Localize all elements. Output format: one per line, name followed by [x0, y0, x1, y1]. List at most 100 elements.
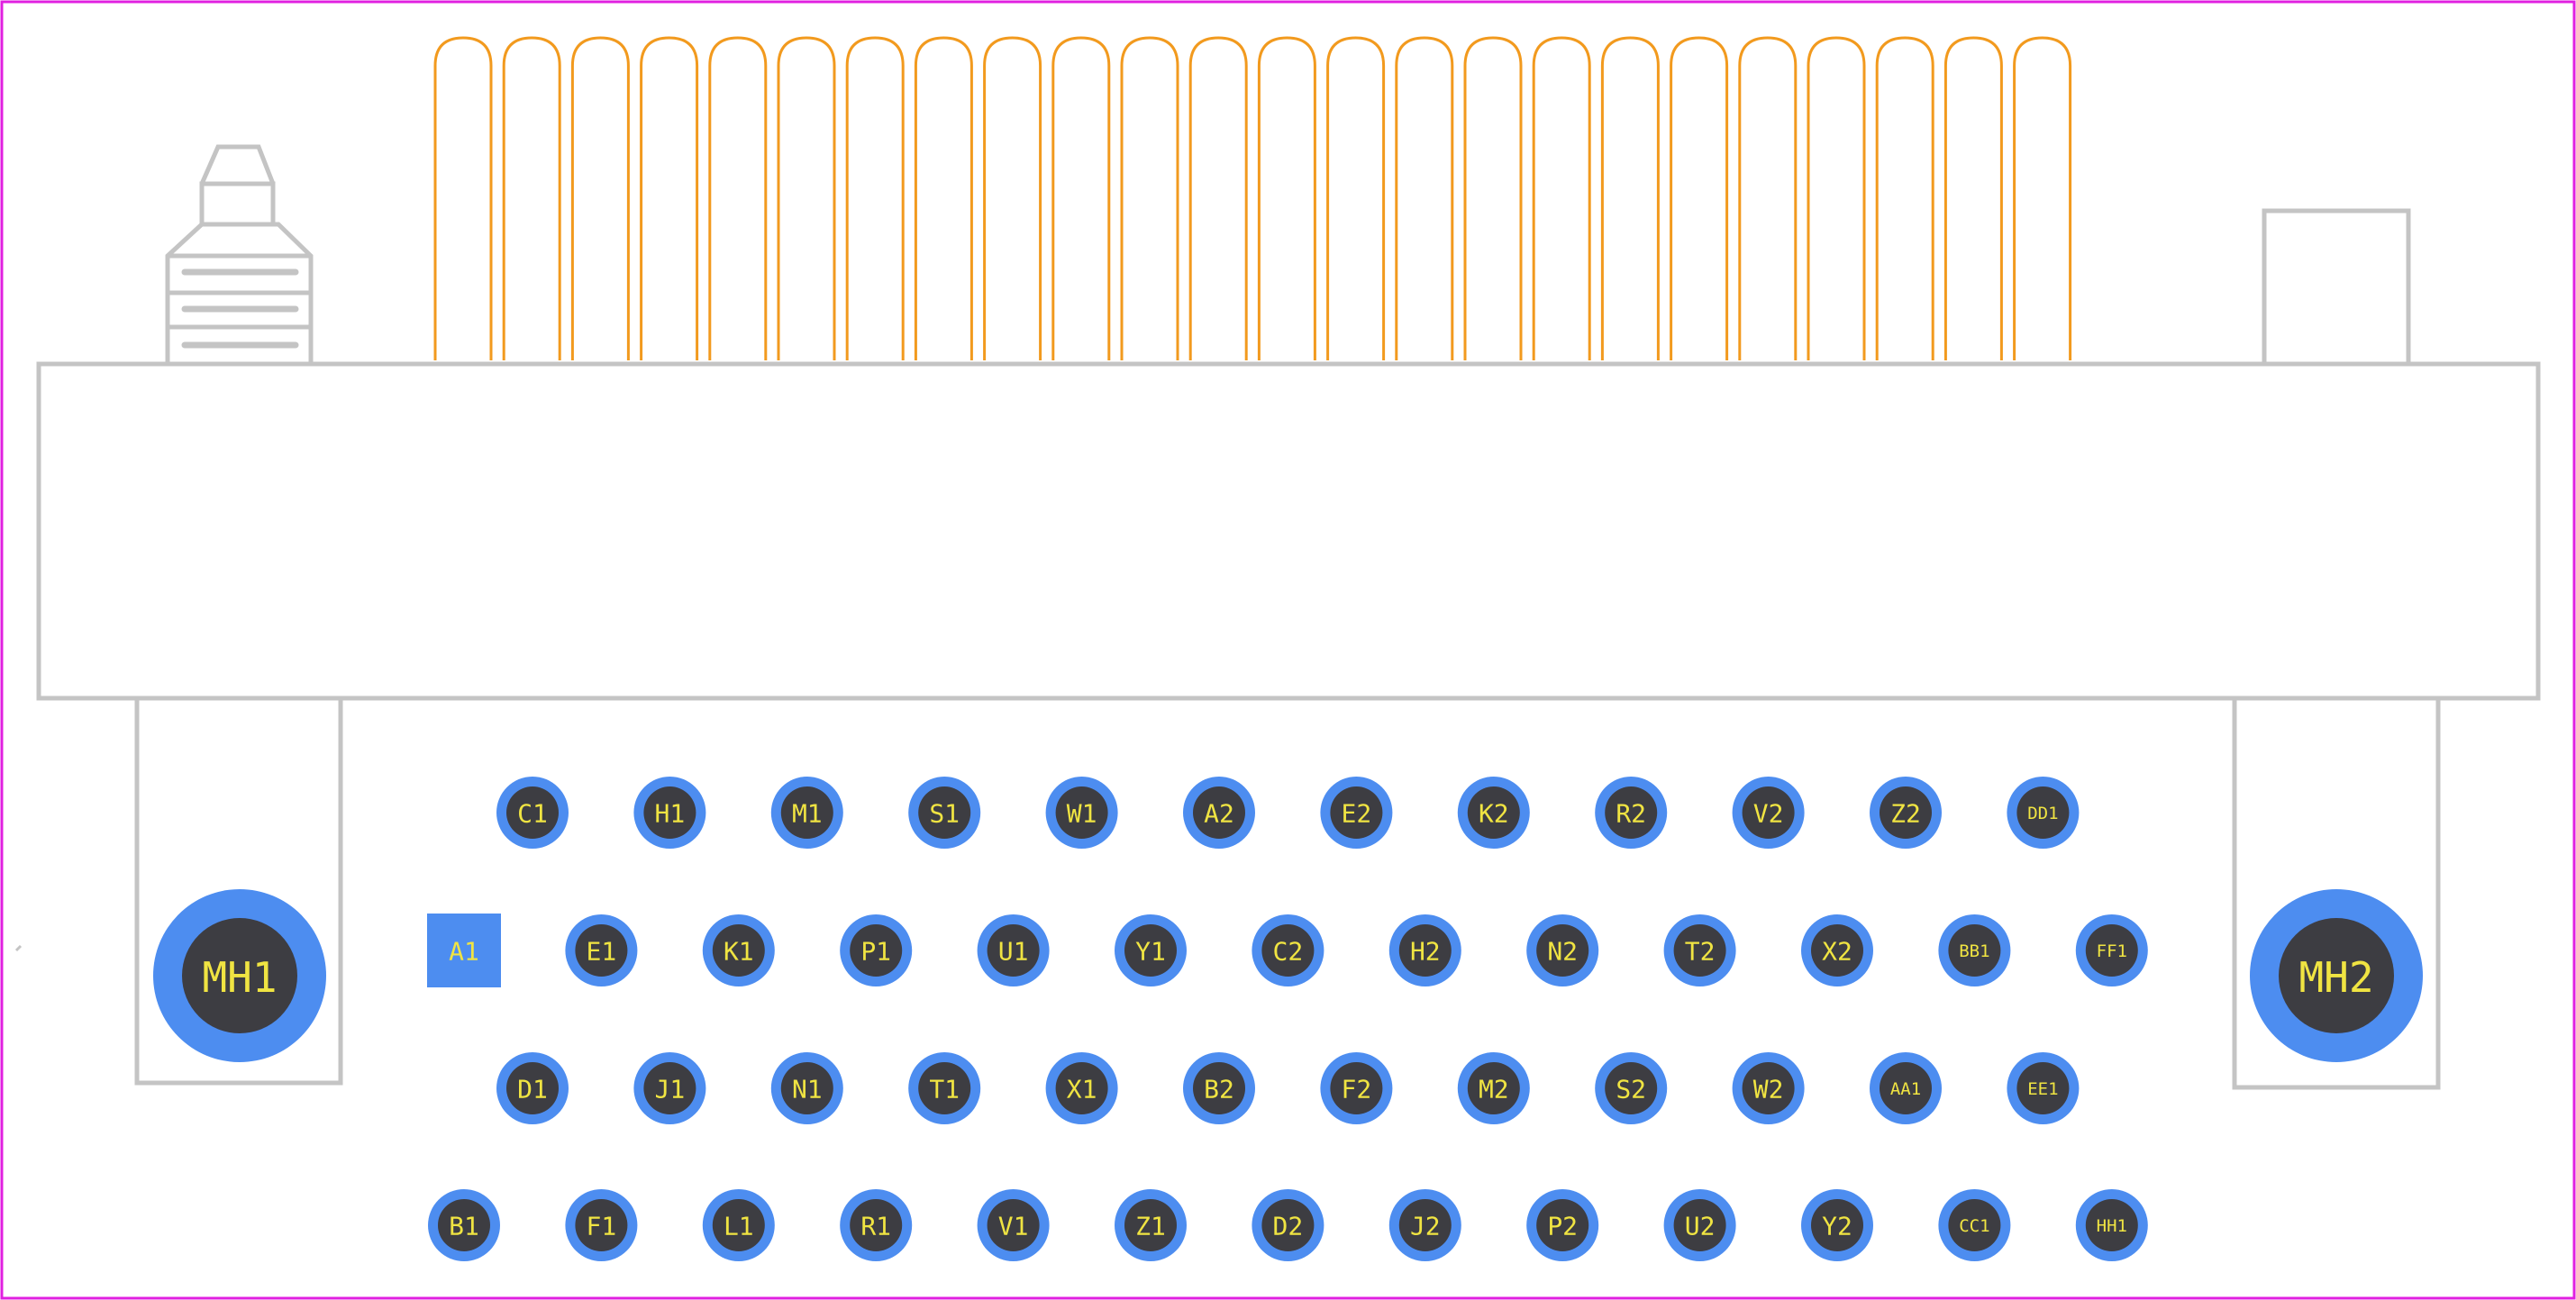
pad-label: Z1: [1135, 1212, 1166, 1241]
pad-label: CC1: [1959, 1216, 1989, 1236]
pad-label: V2: [1753, 799, 1784, 829]
pad-h1[interactable]: H1: [633, 777, 706, 849]
pad-label: HH1: [2097, 1216, 2127, 1236]
pad-label: Y1: [1135, 937, 1166, 967]
pad-hh1[interactable]: HH1: [2075, 1189, 2148, 1261]
pad-k2[interactable]: K2: [1457, 777, 1530, 849]
pad-k1[interactable]: K1: [702, 914, 775, 986]
pad-e1[interactable]: E1: [565, 914, 638, 986]
pad-dd1[interactable]: DD1: [2007, 777, 2080, 849]
pad-z1[interactable]: Z1: [1115, 1189, 1187, 1261]
right-mounting-bracket: [2232, 695, 2441, 1090]
pad-f2[interactable]: F2: [1320, 1052, 1393, 1124]
pad-l1[interactable]: L1: [702, 1189, 775, 1261]
pad-d2[interactable]: D2: [1252, 1189, 1324, 1261]
pad-label: U2: [1685, 1212, 1716, 1241]
pad-s1[interactable]: S1: [908, 777, 981, 849]
pad-x2[interactable]: X2: [1801, 914, 1873, 986]
pad-label: T2: [1685, 937, 1716, 967]
pad-p1[interactable]: P1: [840, 914, 913, 986]
pad-m1[interactable]: M1: [770, 777, 843, 849]
pin-outline: [2013, 36, 2072, 360]
pad-v2[interactable]: V2: [1732, 777, 1805, 849]
pad-cc1[interactable]: CC1: [1938, 1189, 2011, 1261]
pin-outline: [914, 36, 973, 360]
pad-label: V1: [998, 1212, 1029, 1241]
pad-b2[interactable]: B2: [1183, 1052, 1255, 1124]
pad-f1[interactable]: F1: [565, 1189, 638, 1261]
mounting-hole-mh1[interactable]: MH1: [153, 889, 326, 1062]
pad-bb1[interactable]: BB1: [1938, 914, 2011, 986]
pad-label: P1: [860, 937, 891, 967]
pad-label: P2: [1547, 1212, 1578, 1241]
pad-label: A1: [449, 937, 479, 967]
pin-outline: [1738, 36, 1798, 360]
pad-label: R1: [860, 1212, 891, 1241]
pad-label: X1: [1067, 1075, 1097, 1105]
pad-label: W1: [1067, 799, 1097, 829]
pad-label: N1: [792, 1075, 823, 1105]
pad-v1[interactable]: V1: [977, 1189, 1050, 1261]
pad-x1[interactable]: X1: [1045, 1052, 1118, 1124]
pad-y1[interactable]: Y1: [1115, 914, 1187, 986]
pin-outline: [1257, 36, 1316, 360]
pin-outline: [1326, 36, 1386, 360]
pin-outline: [1875, 36, 1934, 360]
pad-ff1[interactable]: FF1: [2075, 914, 2148, 986]
pad-c2[interactable]: C2: [1252, 914, 1324, 986]
pad-b1[interactable]: B1: [428, 1189, 500, 1261]
pad-label: M2: [1479, 1075, 1509, 1105]
pad-label: D2: [1273, 1212, 1304, 1241]
mounting-hole-mh2[interactable]: MH2: [2250, 889, 2423, 1062]
pin-outline: [1188, 36, 1248, 360]
pad-ee1[interactable]: EE1: [2007, 1052, 2080, 1124]
pad-aa1[interactable]: AA1: [1870, 1052, 1942, 1124]
pad-w2[interactable]: W2: [1732, 1052, 1805, 1124]
pin-outline: [1943, 36, 2003, 360]
jackscrew-left: [165, 144, 314, 362]
pad-e2[interactable]: E2: [1320, 777, 1393, 849]
pad-s2[interactable]: S2: [1595, 1052, 1668, 1124]
pad-label: B2: [1204, 1075, 1234, 1105]
pad-n1[interactable]: N1: [770, 1052, 843, 1124]
pad-a2[interactable]: A2: [1183, 777, 1255, 849]
pad-j1[interactable]: J1: [633, 1052, 706, 1124]
pad-t1[interactable]: T1: [908, 1052, 981, 1124]
pad-c1[interactable]: C1: [496, 777, 569, 849]
pad-r2[interactable]: R2: [1595, 777, 1668, 849]
pad-label: L1: [724, 1212, 754, 1241]
pad-label: H2: [1410, 937, 1441, 967]
pad-j2[interactable]: J2: [1388, 1189, 1461, 1261]
pin-outline: [845, 36, 905, 360]
pad-label: B1: [449, 1212, 479, 1241]
mounting-hole-label: MH2: [2298, 953, 2373, 1002]
pad-label: X2: [1822, 937, 1852, 967]
pad-u2[interactable]: U2: [1663, 1189, 1736, 1261]
pad-label: Z2: [1890, 799, 1921, 829]
pad-p2[interactable]: P2: [1526, 1189, 1599, 1261]
pad-label: T1: [929, 1075, 960, 1105]
pad-r1[interactable]: R1: [840, 1189, 913, 1261]
mounting-hole-label: MH1: [202, 953, 277, 1002]
pin-outline: [1051, 36, 1111, 360]
pad-label: S1: [929, 799, 960, 829]
pad-m2[interactable]: M2: [1457, 1052, 1530, 1124]
pad-label: N2: [1547, 937, 1578, 967]
pad-d1[interactable]: D1: [496, 1052, 569, 1124]
pad-label: F2: [1342, 1075, 1372, 1105]
pad-y2[interactable]: Y2: [1801, 1189, 1873, 1261]
pad-z2[interactable]: Z2: [1870, 777, 1942, 849]
pad-t2[interactable]: T2: [1663, 914, 1736, 986]
pin-outline: [1395, 36, 1454, 360]
pin-outline: [1600, 36, 1660, 360]
pad-a1[interactable]: A1: [427, 914, 501, 987]
pad-w1[interactable]: W1: [1045, 777, 1118, 849]
pad-n2[interactable]: N2: [1526, 914, 1599, 986]
pad-label: BB1: [1959, 941, 1989, 961]
pad-label: H1: [655, 799, 686, 829]
edge-mark: [14, 944, 23, 952]
pad-label: AA1: [1890, 1079, 1921, 1099]
pad-u1[interactable]: U1: [977, 914, 1050, 986]
pad-h2[interactable]: H2: [1388, 914, 1461, 986]
